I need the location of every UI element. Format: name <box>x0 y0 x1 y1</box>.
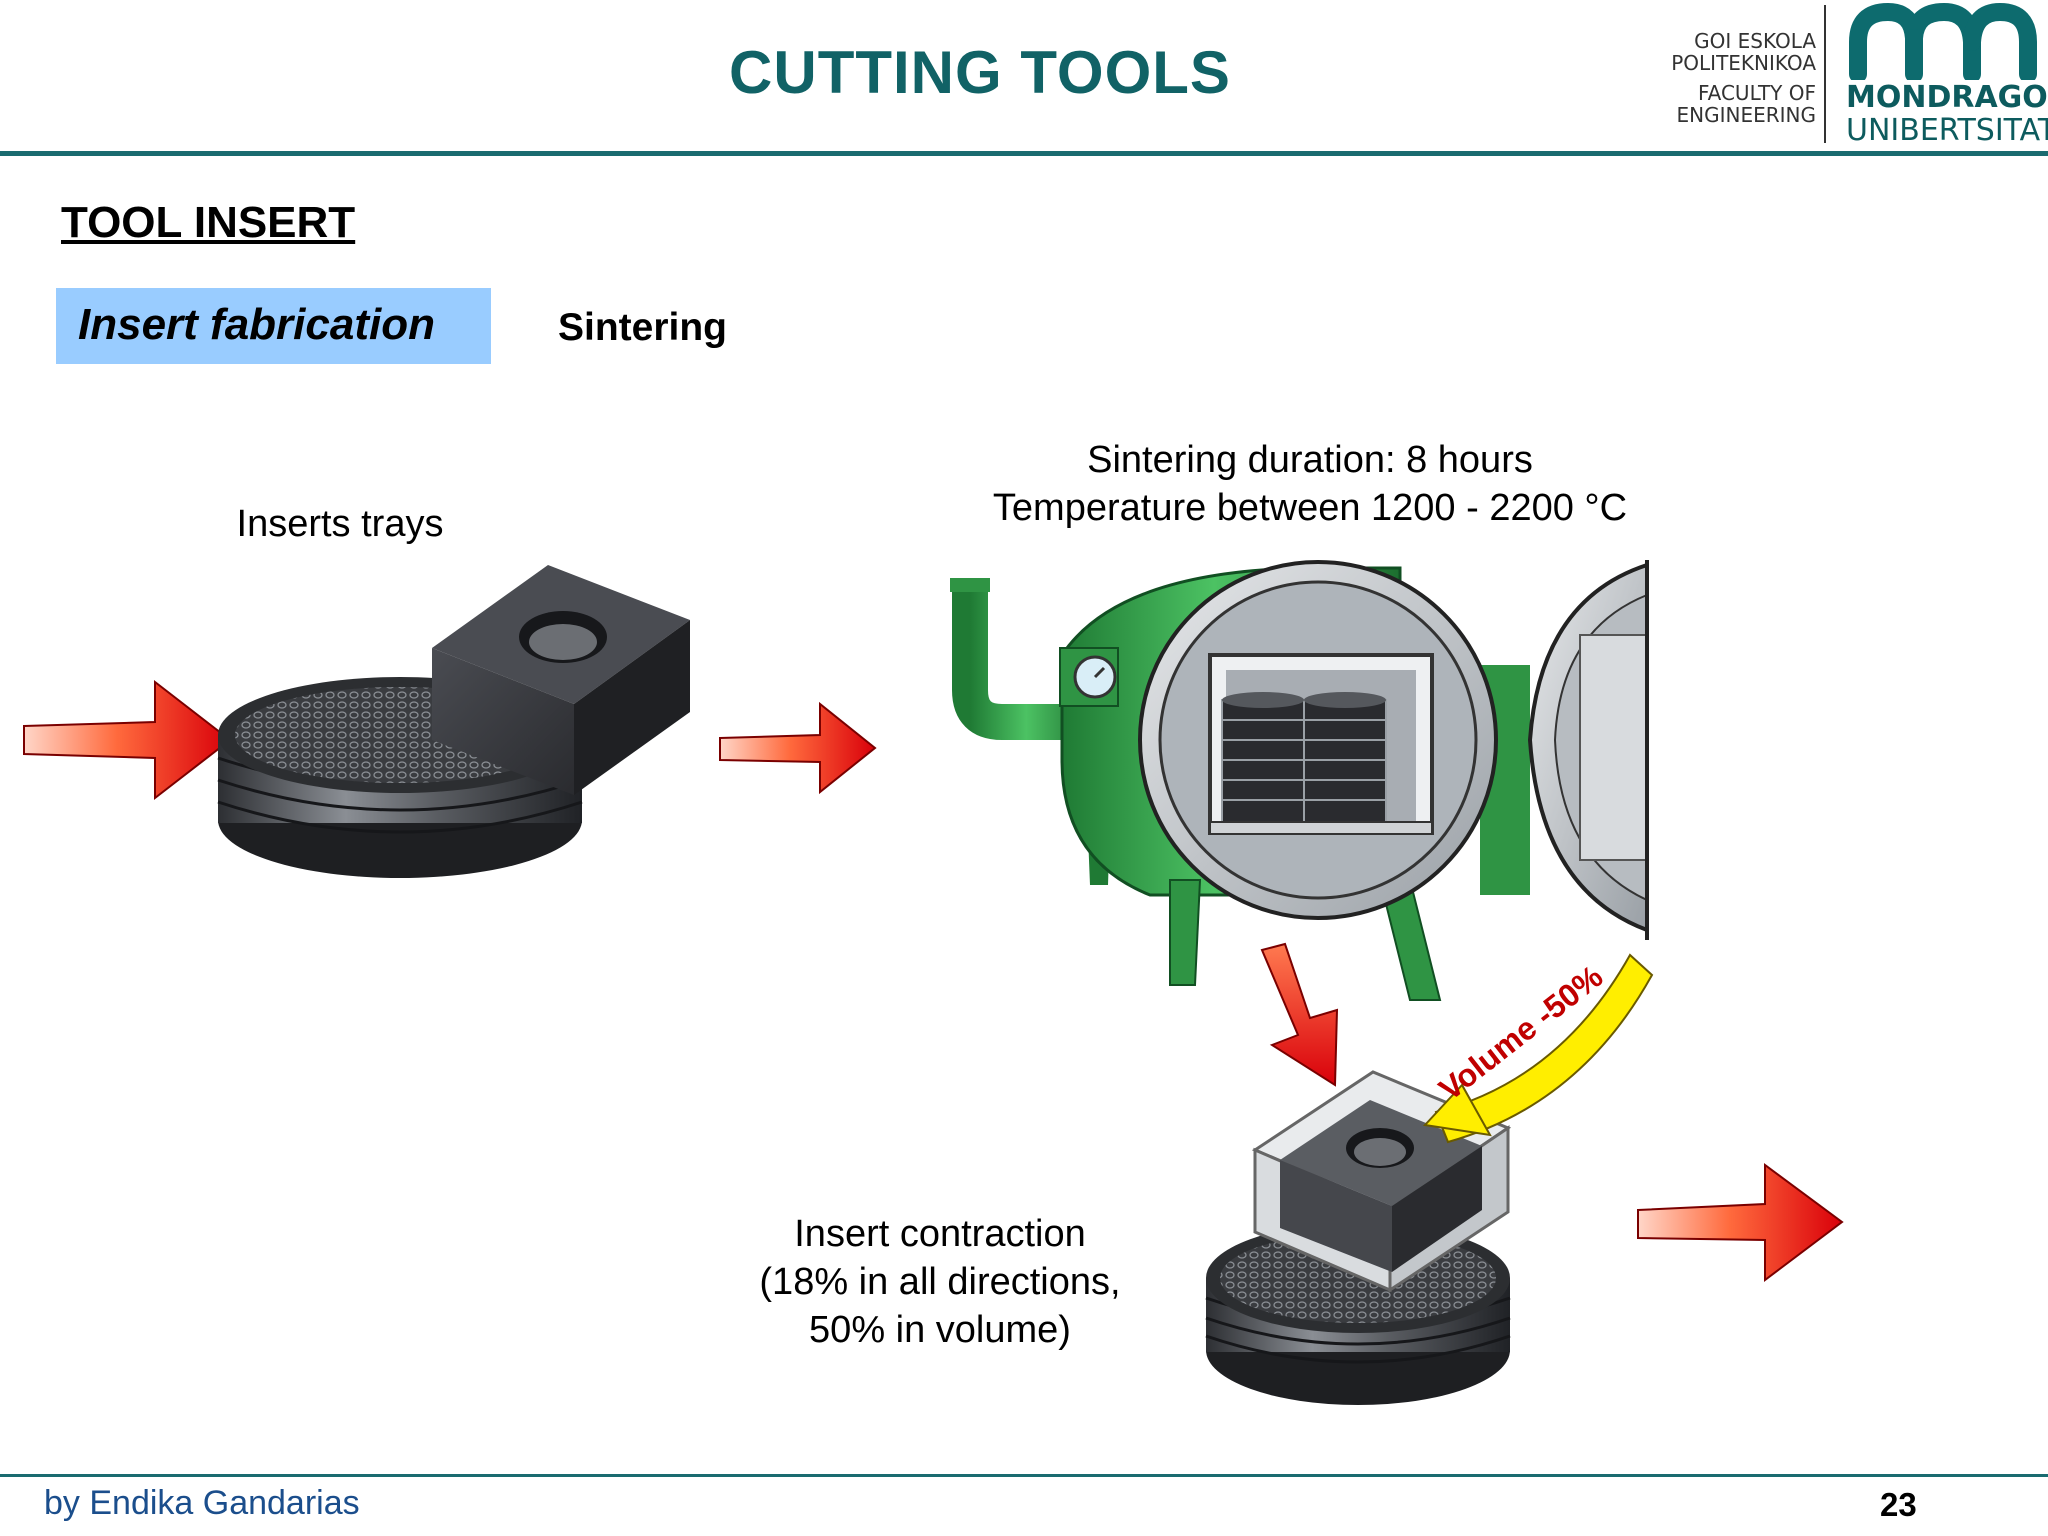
page-number: 23 <box>1880 1486 1917 1523</box>
pressure-gauge-icon <box>1073 655 1117 699</box>
logo-line-politeknikoa: POLITEKNIKOA <box>1671 51 1816 75</box>
flow-arrow-icon <box>1637 1163 1844 1283</box>
topic-pill <box>56 288 491 364</box>
flow-arrow-icon <box>719 701 877 795</box>
mondragon-logo-icon <box>1849 2 2037 80</box>
insert-tray-icon <box>217 565 690 878</box>
caption-duration: Sintering duration: 8 hours <box>1087 439 1533 481</box>
logo-subtitle: UNIBERTSITATEA <box>1846 113 2048 148</box>
faculty-logo-text: GOI ESKOLA POLITEKNIKOA FACULTY OF ENGIN… <box>1671 30 1816 126</box>
header-rule <box>0 151 2048 156</box>
caption-contraction-3: 50% in volume) <box>809 1309 1071 1351</box>
volume-reduction-arrow: Volume -50% <box>1422 953 1654 1144</box>
logo-line-faculty-of: FACULTY OF <box>1697 81 1816 105</box>
sintering-furnace-icon <box>950 560 1649 1001</box>
logo-divider <box>1824 5 1826 143</box>
caption-trays: Inserts trays <box>236 503 444 545</box>
topic-pill-label: Insert fabrication <box>78 300 435 349</box>
flow-arrow-icon <box>23 679 232 801</box>
slide-title: CUTTING TOOLS <box>729 39 1231 106</box>
footer-author: by Endika Gandarias <box>44 1484 360 1522</box>
step-label: Sintering <box>558 306 728 349</box>
caption-contraction-1: Insert contraction <box>794 1213 1086 1255</box>
footer-rule <box>0 1474 2048 1477</box>
logo-name: MONDRAGON <box>1846 80 2048 115</box>
caption-temperature: Temperature between 1200 - 2200 °C <box>992 487 1628 529</box>
logo-line-goi-eskola: GOI ESKOLA <box>1694 29 1816 53</box>
caption-contraction-2: (18% in all directions, <box>759 1261 1121 1303</box>
section-title: TOOL INSERT <box>61 198 356 247</box>
logo-line-engineering: ENGINEERING <box>1676 103 1816 127</box>
flow-arrow-icon <box>1260 942 1339 1087</box>
